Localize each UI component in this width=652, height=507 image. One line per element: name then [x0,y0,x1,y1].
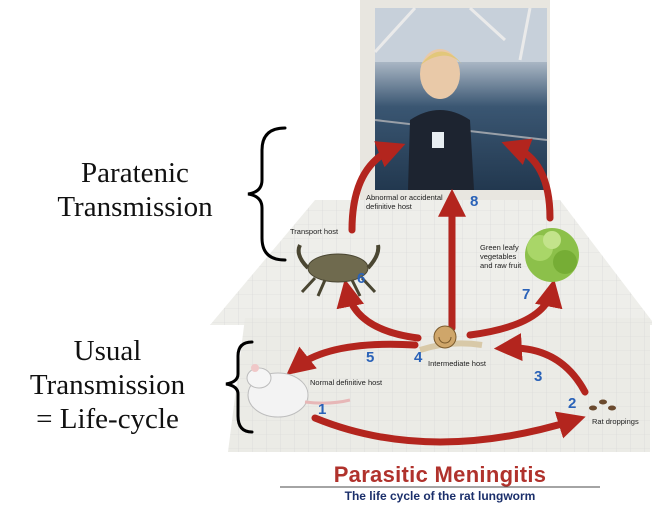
lettuce-illustration [525,228,579,282]
caption-transport-host: Transport host [290,227,339,236]
paratenic-line-2: Transmission [40,190,230,224]
step-8: 8 [470,193,478,210]
usual-line-2: Transmission [0,368,215,402]
caption-normal-definitive-host: Normal definitive host [310,378,383,387]
caption-abnormal-host-1: Abnormal or accidental [366,193,443,202]
caption-abnormal-host-2: definitive host [366,202,413,211]
diagram-subtitle: The life cycle of the rat lungworm [268,489,612,503]
person-photo [375,8,547,190]
paratenic-transmission-label: Paratenic Transmission [40,156,230,224]
paratenic-line-1: Paratenic [40,156,230,190]
step-3: 3 [534,368,542,385]
usual-line-1: Usual [0,334,215,368]
step-6: 6 [357,270,365,287]
usual-transmission-label: Usual Transmission = Life-cycle [0,334,215,437]
caption-intermediate-host: Intermediate host [428,359,487,368]
paratenic-brace [248,128,285,260]
caption-vegetables-2: vegetables [480,252,517,261]
caption-vegetables-3: and raw fruit [480,261,522,270]
step-5: 5 [366,349,374,366]
caption-vegetables-1: Green leafy [480,243,519,252]
diagram-title: Parasitic Meningitis [268,462,612,488]
step-4: 4 [414,349,423,366]
usual-line-3: = Life-cycle [0,402,215,436]
step-2: 2 [568,395,576,412]
step-1: 1 [318,401,326,418]
step-7: 7 [522,286,530,303]
caption-rat-droppings: Rat droppings [592,417,639,426]
